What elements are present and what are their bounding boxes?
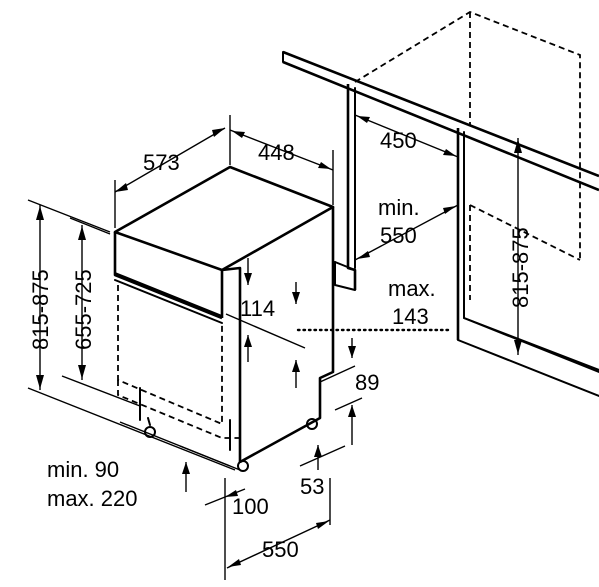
label-89: 89: [355, 370, 379, 395]
dimension-lines: [27, 114, 522, 580]
label-min-1: min.: [378, 195, 420, 220]
label-450: 450: [380, 128, 417, 153]
dishwasher-body: [113, 165, 335, 472]
label-max-1: max.: [388, 276, 436, 301]
label-53: 53: [300, 474, 324, 499]
counter-and-cabinet: [282, 10, 599, 397]
label-815-875-right: 815-875: [508, 227, 533, 308]
label-max-220: max. 220: [47, 486, 138, 511]
label-550-min: 550: [380, 223, 417, 248]
label-100: 100: [232, 494, 269, 519]
label-448: 448: [258, 140, 295, 165]
label-815-875-left: 815-875: [28, 269, 53, 350]
label-min-90: min. 90: [47, 457, 119, 482]
label-550-bottom: 550: [262, 537, 299, 562]
label-143: 143: [392, 304, 429, 329]
label-655-725: 655-725: [71, 269, 96, 350]
label-573: 573: [143, 150, 180, 175]
label-114: 114: [240, 296, 275, 321]
dimension-labels: 573 448 450 min. 550 815-875 655-725 114…: [28, 128, 533, 562]
